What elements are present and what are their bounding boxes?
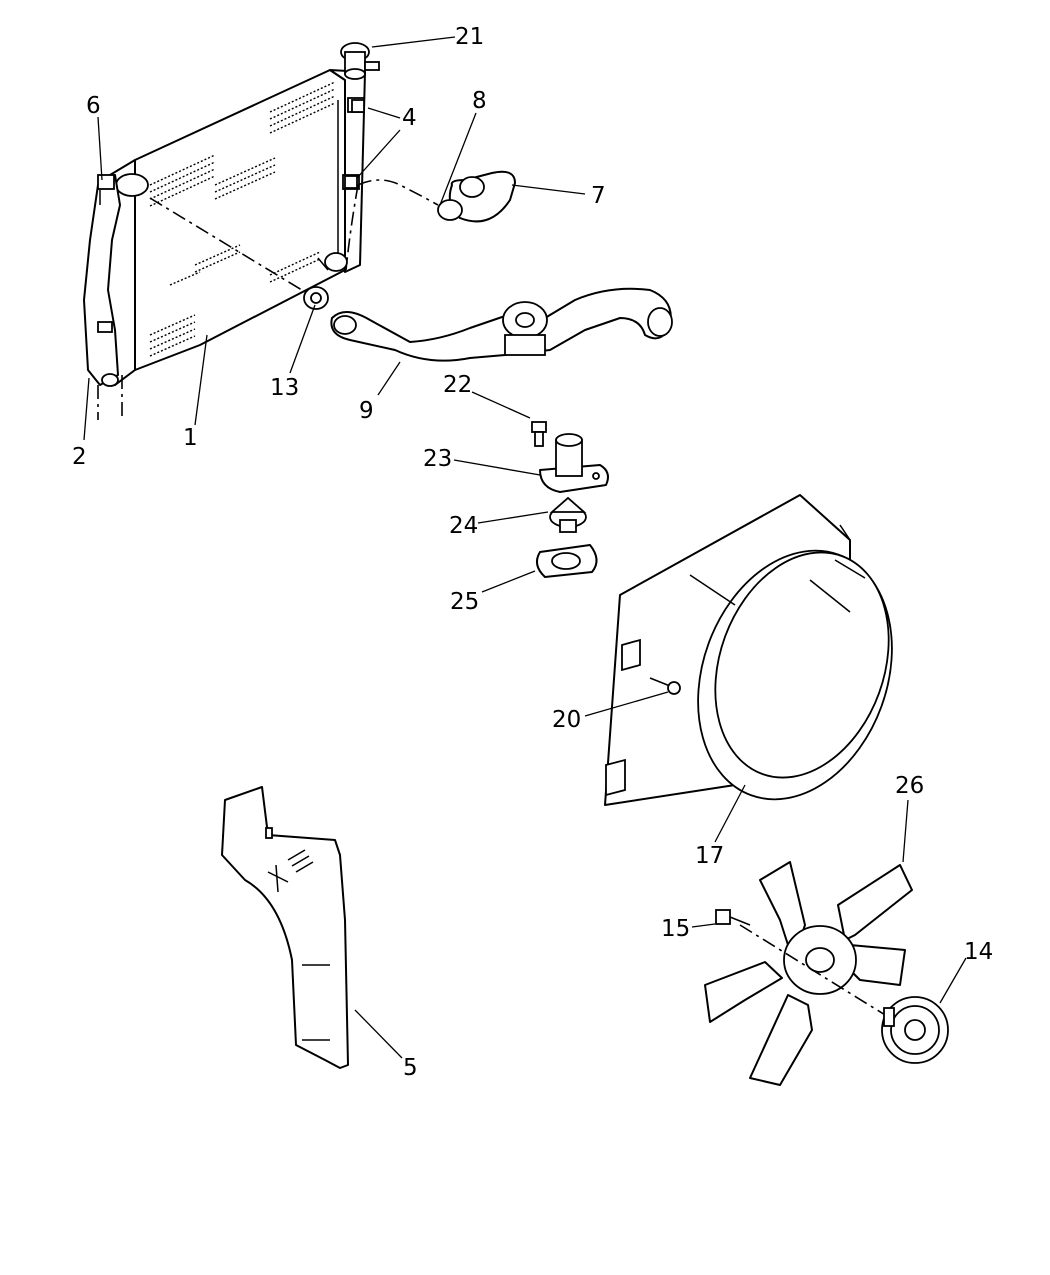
callout-15: 15 [661, 916, 690, 942]
radiator-cap [340, 42, 380, 80]
fan-assembly [704, 861, 913, 1086]
air-deflector-shield [221, 786, 349, 1069]
thermostat [549, 496, 587, 533]
leader-lines [83, 36, 967, 1059]
callout-25: 25 [450, 589, 479, 615]
callout-22: 22 [443, 372, 472, 398]
callout-21: 21 [455, 24, 484, 50]
callout-7: 7 [591, 183, 606, 209]
shroud-bolt [649, 677, 681, 695]
callout-23: 23 [423, 446, 452, 472]
callout-20: 20 [552, 707, 581, 733]
callout-1: 1 [183, 425, 198, 451]
callout-numbers: 21 6 8 4 7 13 9 1 2 22 23 24 25 20 17 26… [72, 24, 993, 1081]
hose-clamps-4 [344, 99, 365, 189]
callout-9: 9 [359, 398, 374, 424]
callout-5: 5 [403, 1055, 418, 1081]
callout-24: 24 [449, 513, 478, 539]
upper-hose [345, 170, 516, 271]
side-bracket [83, 174, 121, 420]
callout-6: 6 [86, 93, 101, 119]
callout-2: 2 [72, 444, 87, 470]
fan-clutch [881, 996, 949, 1064]
callout-8: 8 [472, 88, 487, 114]
thermostat-gasket [535, 544, 598, 578]
thermostat-bolt [531, 421, 547, 447]
callout-14: 14 [964, 939, 993, 965]
callout-13: 13 [270, 375, 299, 401]
radiator [104, 69, 366, 420]
lower-hose [330, 287, 673, 362]
thermostat-housing [539, 433, 609, 493]
fan-shroud [604, 494, 893, 806]
fan-bolt [715, 909, 751, 926]
callout-4: 4 [402, 105, 417, 131]
callout-17: 17 [695, 843, 724, 869]
callout-26: 26 [895, 773, 924, 799]
hose-clamp-13 [303, 286, 329, 310]
